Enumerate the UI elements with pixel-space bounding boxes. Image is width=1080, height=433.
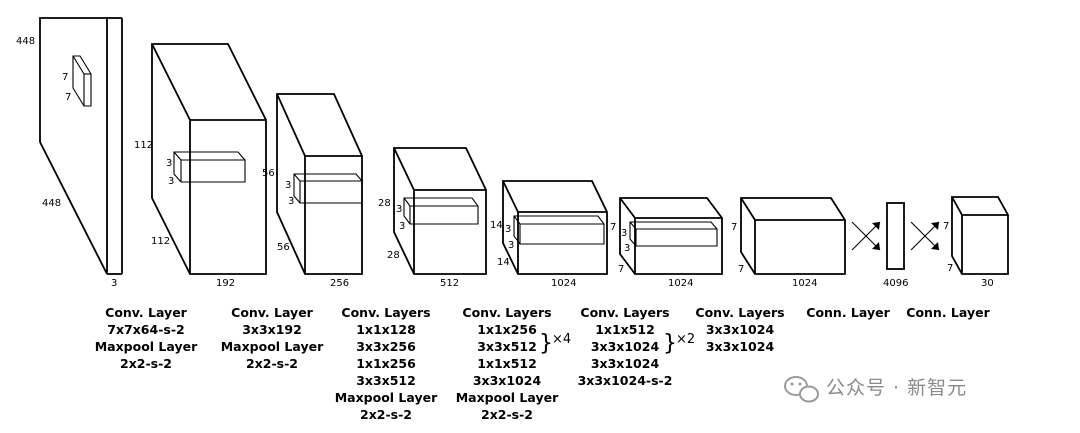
svg-text:Maxpool Layer: Maxpool Layer xyxy=(335,390,438,405)
svg-text:Conv. Layer: Conv. Layer xyxy=(231,305,314,320)
svg-text:2x2-s-2: 2x2-s-2 xyxy=(120,356,172,371)
conv3-kernel-b-label: 3 xyxy=(288,196,294,207)
conv5-volume xyxy=(502,180,608,275)
conv5-depth-label: 1024 xyxy=(551,278,576,289)
svg-text:3x3x1024: 3x3x1024 xyxy=(591,339,660,354)
input-height-label: 448 xyxy=(16,36,35,47)
input-width-label: 448 xyxy=(42,198,61,209)
svg-text:3x3x1024: 3x3x1024 xyxy=(706,322,775,337)
caption-conn-layer-2: Conn. Layer xyxy=(906,305,990,320)
input-volume xyxy=(39,17,123,275)
conv2-height-label: 112 xyxy=(134,140,153,151)
conv4-width-label: 28 xyxy=(387,250,400,261)
svg-text:Maxpool Layer: Maxpool Layer xyxy=(221,339,324,354)
svg-text:1x1x256: 1x1x256 xyxy=(477,322,537,337)
conv4-kernel-b-label: 3 xyxy=(399,221,405,232)
svg-text:Conv. Layers: Conv. Layers xyxy=(341,305,430,320)
svg-text:1x1x256: 1x1x256 xyxy=(356,356,416,371)
svg-text:Conv. Layers: Conv. Layers xyxy=(580,305,669,320)
fc1-depth-label: 4096 xyxy=(883,278,908,289)
full-connection-arrows-1 xyxy=(851,221,881,251)
svg-text:1x1x512: 1x1x512 xyxy=(595,322,655,337)
output-width-label: 7 xyxy=(947,263,953,274)
svg-text:3x3x1024-s-2: 3x3x1024-s-2 xyxy=(578,373,673,388)
conv6-kernel-b-label: 3 xyxy=(624,243,630,254)
fc-4096-bar xyxy=(886,202,905,270)
conv6-depth-label: 1024 xyxy=(668,278,693,289)
svg-text:3x3x1024: 3x3x1024 xyxy=(591,356,660,371)
conv3-height-label: 56 xyxy=(262,168,275,179)
conv5-width-label: 14 xyxy=(497,257,510,268)
svg-text:1x1x128: 1x1x128 xyxy=(356,322,416,337)
svg-text:2x2-s-2: 2x2-s-2 xyxy=(360,407,412,422)
conv2-kernel-a-label: 3 xyxy=(166,158,172,169)
conv4-kernel-a-label: 3 xyxy=(396,204,402,215)
watermark-text: 公众号 · 新智元 xyxy=(826,377,967,399)
svg-text:Conv. Layers: Conv. Layers xyxy=(462,305,551,320)
svg-text:3x3x512: 3x3x512 xyxy=(356,373,416,388)
conv2-volume xyxy=(151,43,267,275)
repeat-brace-2: } xyxy=(663,331,677,356)
conv7-height-label: 7 xyxy=(731,222,737,233)
caption-stage2: Conv. Layer 3x3x192 Maxpool Layer 2x2-s-… xyxy=(221,305,324,371)
conv6-width-label: 7 xyxy=(618,264,624,275)
conv7-depth-label: 1024 xyxy=(792,278,817,289)
conv2-depth-label: 192 xyxy=(216,278,235,289)
svg-text:Maxpool Layer: Maxpool Layer xyxy=(456,390,559,405)
repeat-count-2: ×2 xyxy=(676,332,695,347)
full-connection-arrows-2 xyxy=(910,221,940,251)
output-depth-label: 30 xyxy=(981,278,994,289)
svg-text:Maxpool Layer: Maxpool Layer xyxy=(95,339,198,354)
svg-text:7x7x64-s-2: 7x7x64-s-2 xyxy=(107,322,184,337)
repeat-count-4: ×4 xyxy=(552,332,571,347)
output-height-label: 7 xyxy=(943,221,949,232)
input-depth-label: 3 xyxy=(111,278,117,289)
conv4-depth-label: 512 xyxy=(440,278,459,289)
caption-stage4: Conv. Layers 1x1x256 3x3x512 1x1x512 3x3… xyxy=(456,305,559,422)
conv2-width-label: 112 xyxy=(151,236,170,247)
conv2-kernel-b-label: 3 xyxy=(168,176,174,187)
repeat-brace-4: } xyxy=(539,331,553,356)
caption-stage3: Conv. Layers 1x1x128 3x3x256 1x1x256 3x3… xyxy=(335,305,438,422)
caption-stage1: Conv. Layer 7x7x64-s-2 Maxpool Layer 2x2… xyxy=(95,305,198,371)
caption-stage5: Conv. Layers 1x1x512 3x3x1024 3x3x1024 3… xyxy=(578,305,673,388)
conv5-kernel-b-label: 3 xyxy=(508,240,514,251)
caption-stage6: Conv. Layers 3x3x1024 3x3x1024 xyxy=(695,305,784,354)
svg-text:3x3x1024: 3x3x1024 xyxy=(706,339,775,354)
wechat-icon xyxy=(784,376,819,403)
svg-text:3x3x512: 3x3x512 xyxy=(477,339,537,354)
conv5-height-label: 14 xyxy=(490,220,503,231)
conv7-volume xyxy=(740,197,846,275)
conv7-width-label: 7 xyxy=(738,264,744,275)
conv6-volume xyxy=(619,197,723,275)
input-kernel-a-label: 7 xyxy=(62,72,68,83)
conv3-depth-label: 256 xyxy=(330,278,349,289)
conv3-kernel-a-label: 3 xyxy=(285,180,291,191)
conv6-height-label: 7 xyxy=(610,222,616,233)
svg-text:Conv. Layers: Conv. Layers xyxy=(695,305,784,320)
output-volume xyxy=(951,196,1009,275)
conv4-volume xyxy=(393,147,487,275)
svg-text:2x2-s-2: 2x2-s-2 xyxy=(481,407,533,422)
svg-text:1x1x512: 1x1x512 xyxy=(477,356,537,371)
svg-text:3x3x256: 3x3x256 xyxy=(356,339,416,354)
conv6-kernel-a-label: 3 xyxy=(621,228,627,239)
svg-text:3x3x1024: 3x3x1024 xyxy=(473,373,542,388)
input-kernel-b-label: 7 xyxy=(65,92,71,103)
svg-text:Conv. Layer: Conv. Layer xyxy=(105,305,188,320)
conv4-height-label: 28 xyxy=(378,198,391,209)
watermark: 公众号 · 新智元 xyxy=(784,376,967,403)
svg-text:2x2-s-2: 2x2-s-2 xyxy=(246,356,298,371)
svg-text:3x3x192: 3x3x192 xyxy=(242,322,302,337)
conv3-volume xyxy=(276,93,363,275)
conv3-width-label: 56 xyxy=(277,242,290,253)
conv5-kernel-a-label: 3 xyxy=(505,224,511,235)
caption-conn-layer-1: Conn. Layer xyxy=(806,305,890,320)
